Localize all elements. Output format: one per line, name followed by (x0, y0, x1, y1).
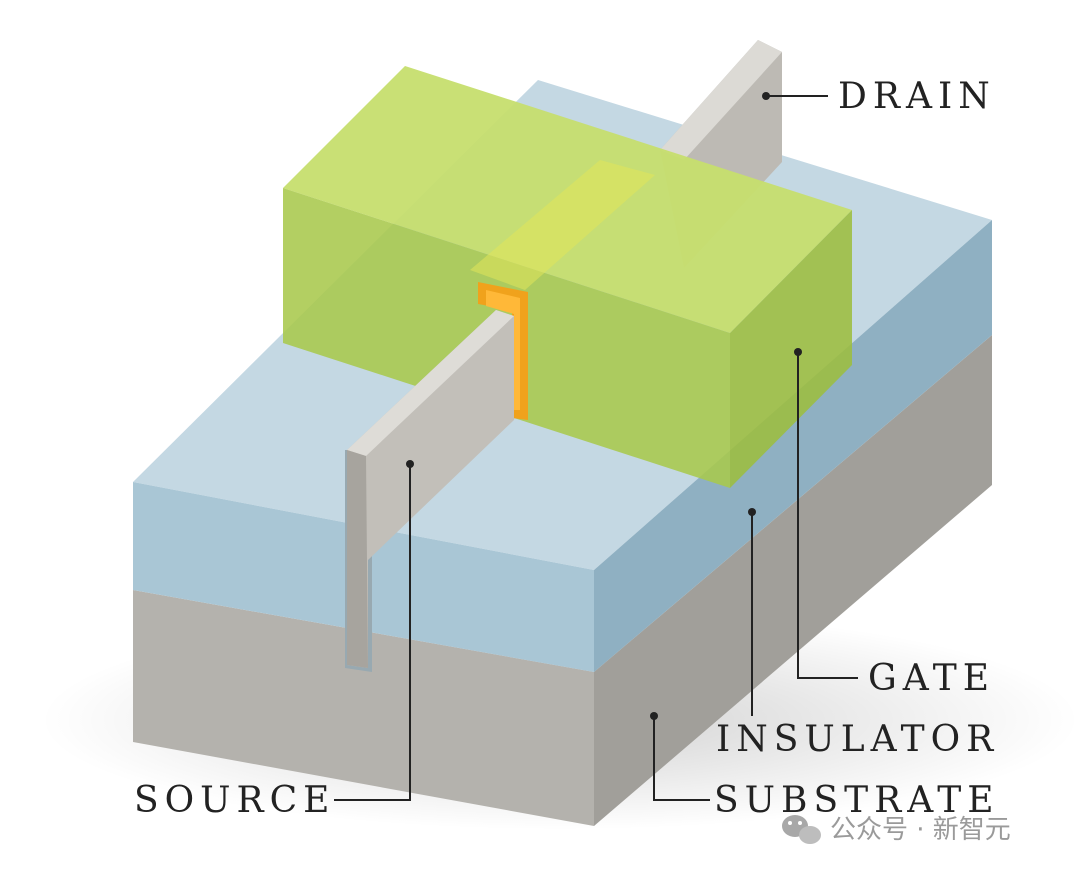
gate-right-face (730, 210, 852, 488)
substrate-line (653, 716, 710, 801)
gate-label: GATE (868, 658, 995, 699)
source-leader (334, 460, 414, 801)
insulator-label: INSULATOR (716, 719, 999, 760)
source-fin-top-edge (347, 310, 514, 456)
wechat-icon (782, 815, 821, 844)
gate-leader (794, 348, 858, 679)
substrate-right-face (594, 335, 992, 826)
source-line (334, 464, 411, 801)
source-fin (347, 310, 514, 668)
gate-fin-highlight (470, 160, 655, 290)
substrate-front-face (133, 590, 594, 826)
drain-leader (762, 92, 828, 100)
substrate-block (133, 335, 992, 826)
substrate-leader (650, 712, 710, 801)
substrate-label: SUBSTRATE (714, 780, 1000, 821)
watermark: 公众号 · 新智元 (782, 815, 1011, 845)
source-label: SOURCE (134, 780, 335, 821)
channel-inner (486, 290, 520, 410)
gate-line (797, 352, 858, 679)
channel (478, 282, 528, 420)
drain-fin-edge (660, 40, 782, 160)
insulator-right-face (594, 220, 992, 672)
source-fin-face (347, 310, 514, 668)
source-fin-side (347, 450, 368, 668)
watermark-text: 公众号 · 新智元 (830, 815, 1011, 845)
insulator-leader (748, 508, 756, 716)
drain-label: DRAIN (838, 76, 996, 117)
